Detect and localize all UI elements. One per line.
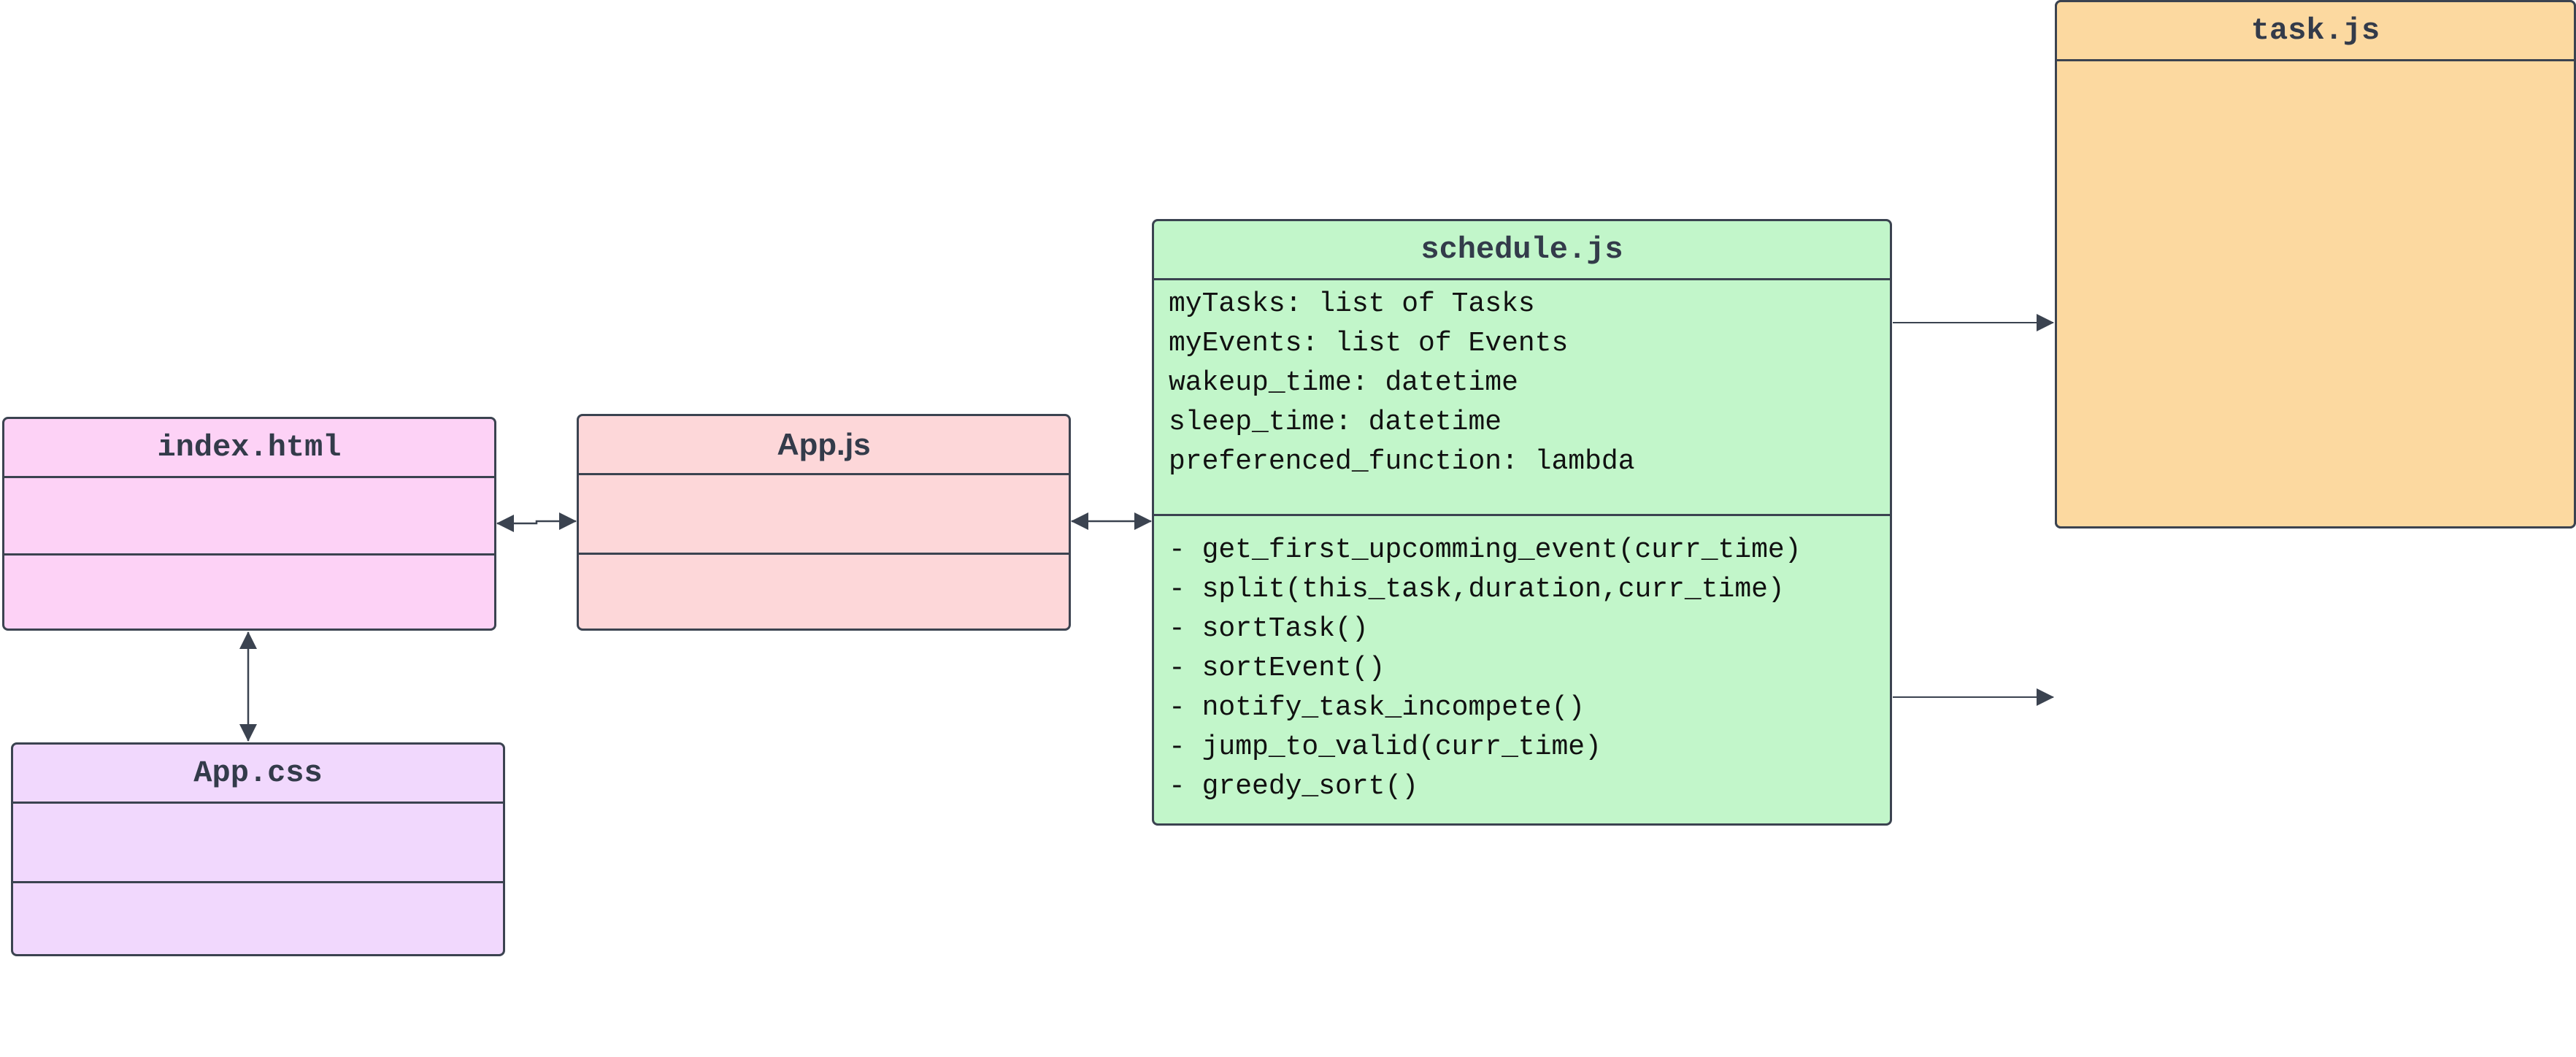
method-line: - get_first_upcomming_event(curr_time) [1169, 534, 1802, 566]
attribute-line: myEvents: list of Events [1169, 328, 1569, 359]
class-methods-app-css [13, 881, 503, 954]
attribute-line: sleep_time: datetime [1169, 407, 1502, 438]
class-box-app-js[interactable]: App.js [577, 414, 1071, 631]
method-line: - jump_to_valid(curr_time) [1169, 731, 1602, 763]
class-title-task-js: task.js [2057, 2, 2574, 61]
class-methods-app-js [579, 553, 1069, 629]
class-title-index-html: index.html [4, 419, 494, 478]
method-line: - split(this_task,duration,curr_time) [1169, 574, 1785, 605]
class-attributes-app-css [13, 804, 503, 881]
class-methods-schedule-js: - get_first_upcomming_event(curr_time) -… [1154, 514, 1890, 807]
class-box-schedule-js[interactable]: schedule.js myTasks: list of Tasks myEve… [1152, 219, 1892, 826]
class-title-app-css: App.css [13, 745, 503, 804]
class-box-app-css[interactable]: App.css [11, 742, 505, 956]
attribute-line: preferenced_function: lambda [1169, 446, 1635, 477]
attribute-line: myTasks: list of Tasks [1169, 288, 1535, 320]
class-box-task-js[interactable]: task.js [2055, 0, 2576, 528]
class-attributes-index-html [4, 478, 494, 553]
method-line: - sortTask() [1169, 613, 1369, 645]
class-title-app-js: App.js [579, 416, 1069, 475]
class-attributes-schedule-js: myTasks: list of Tasks myEvents: list of… [1154, 280, 1890, 514]
attribute-line: wakeup_time: datetime [1169, 367, 1518, 399]
class-attributes-app-js [579, 475, 1069, 553]
method-line: - notify_task_incompete() [1169, 692, 1585, 723]
method-line: - greedy_sort() [1169, 771, 1419, 802]
class-box-index-html[interactable]: index.html [2, 417, 496, 631]
method-line: - sortEvent() [1169, 653, 1385, 684]
class-title-schedule-js: schedule.js [1154, 221, 1890, 280]
class-methods-index-html [4, 553, 494, 629]
connector-index-app [496, 512, 577, 532]
